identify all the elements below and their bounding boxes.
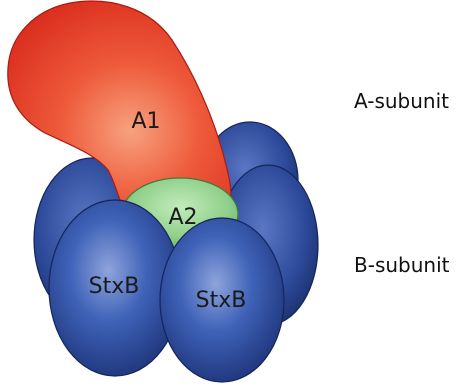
a2-label: A2	[168, 205, 197, 230]
b-subunit-label: B-subunit	[354, 253, 450, 277]
stxb-lobe-front-right	[159, 217, 285, 383]
a1-label: A1	[131, 109, 160, 134]
a-subunit-label: A-subunit	[354, 89, 449, 113]
stxb-left-label: StxB	[89, 274, 140, 299]
stxb-right-label: StxB	[196, 288, 247, 313]
